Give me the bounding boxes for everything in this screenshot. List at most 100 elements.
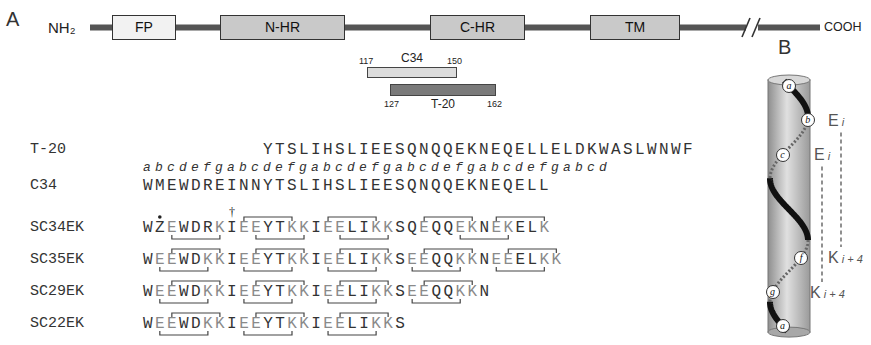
residue-index: i + 4 (821, 288, 845, 300)
residue: E (419, 283, 431, 301)
residue: S (395, 219, 407, 237)
residue: W (179, 315, 191, 333)
residue: K (215, 219, 227, 237)
residue: E (491, 219, 503, 237)
residue: E (251, 283, 263, 301)
residue: T (275, 251, 287, 269)
modification-dot (158, 215, 162, 219)
heptad-position: c (776, 148, 790, 162)
terminus-label: NH₂ (48, 19, 76, 36)
residue: E (335, 283, 347, 301)
heptad-position: a (776, 319, 790, 333)
residue: T (275, 283, 287, 301)
residue: E (323, 315, 335, 333)
residue: K (455, 251, 467, 269)
residue: K (371, 251, 383, 269)
footnote-mark: † (229, 206, 235, 219)
residue: K (455, 283, 467, 301)
residue: I (227, 219, 239, 237)
residue: L (528, 251, 540, 269)
residue-letter: K (810, 284, 821, 301)
residue: L (528, 219, 540, 237)
residue: Q (431, 283, 443, 301)
residue: W (179, 283, 191, 301)
residue: I (359, 251, 371, 269)
residue: I (359, 283, 371, 301)
residue: E (251, 219, 263, 237)
heptad-position: b (801, 113, 815, 127)
peptide-sequence: WEEWDKKIEEYTKKIEELIKKSEEQQKKN (143, 284, 491, 300)
residue-number: 150 (447, 56, 462, 66)
peptide-sequence: WZEWDRKIEEYTKKIEELIKKSQEQQEKNEKELK (143, 220, 552, 236)
residue: E (323, 251, 335, 269)
residue: E (419, 219, 431, 237)
heptad-register: abcdefgabcdefgabcdefgabcdefgabcdefgabcd (143, 161, 611, 174)
residue: K (503, 219, 515, 237)
residue-label: K i + 4 (828, 249, 863, 267)
panel-letter: A (6, 8, 19, 31)
residue: E (335, 315, 347, 333)
residue: K (467, 251, 479, 269)
residue: K (287, 219, 299, 237)
residue: E (167, 219, 179, 237)
residue: K (299, 315, 311, 333)
heptad-position: f (794, 251, 808, 265)
residue: E (323, 219, 335, 237)
residue: K (467, 283, 479, 301)
node-text: c (780, 150, 784, 160)
peptide-name: SC35EK (30, 252, 84, 268)
residue: K (371, 219, 383, 237)
residue: I (227, 283, 239, 301)
residue: I (311, 283, 323, 301)
residue: E (515, 251, 527, 269)
ribbon-front (770, 178, 808, 240)
residue-label: E i (814, 146, 830, 164)
residue: K (540, 219, 552, 237)
residue: W (179, 251, 191, 269)
residue: Q (407, 219, 419, 237)
residue: K (287, 283, 299, 301)
residue-letter: E (828, 112, 839, 129)
node-text: C-HR (460, 19, 495, 35)
residue: Y (263, 283, 275, 301)
residue: N (479, 219, 491, 237)
peptide-bar: C34 (367, 67, 457, 78)
residue: I (311, 251, 323, 269)
node-text: a (780, 321, 785, 331)
peptide-sequence: WMEWDREINNYTSLIHSLIEESQNQQEKNEQELL (143, 178, 551, 194)
residue: E (419, 251, 431, 269)
residue: K (215, 251, 227, 269)
residue: K (552, 251, 564, 269)
residue-number: 127 (384, 99, 399, 109)
residue: K (467, 219, 479, 237)
ribbon-front (784, 81, 808, 117)
residue: D (191, 315, 203, 333)
node-text: a (787, 81, 792, 91)
residue: E (455, 219, 467, 237)
residue-index: i (839, 116, 845, 128)
node-text: b (805, 115, 810, 125)
peptide-sequence: WEEWDKKIEEYTKKIEELIKKSEEQQKKNEEELKK (143, 252, 564, 268)
residue: E (335, 219, 347, 237)
residue: E (407, 251, 419, 269)
residue: K (540, 251, 552, 269)
interaction-line (840, 132, 841, 247)
residue: I (311, 219, 323, 237)
residue: Y (263, 315, 275, 333)
terminus-label: COOH (824, 20, 862, 34)
residue: Q (443, 219, 455, 237)
residue: N (479, 251, 491, 269)
residue: Q (431, 251, 443, 269)
domain-box: TM (590, 15, 680, 40)
node-text: N-HR (265, 19, 300, 35)
residue: I (311, 315, 323, 333)
heptad-position: a (782, 79, 796, 93)
break-mark (742, 18, 750, 37)
node-text: FP (135, 19, 153, 35)
residue: E (239, 219, 251, 237)
node-text: T-20 (431, 98, 455, 112)
residue: I (359, 219, 371, 237)
residue: K (287, 251, 299, 269)
panel-letter: B (778, 36, 791, 59)
node-text: g (770, 287, 775, 297)
